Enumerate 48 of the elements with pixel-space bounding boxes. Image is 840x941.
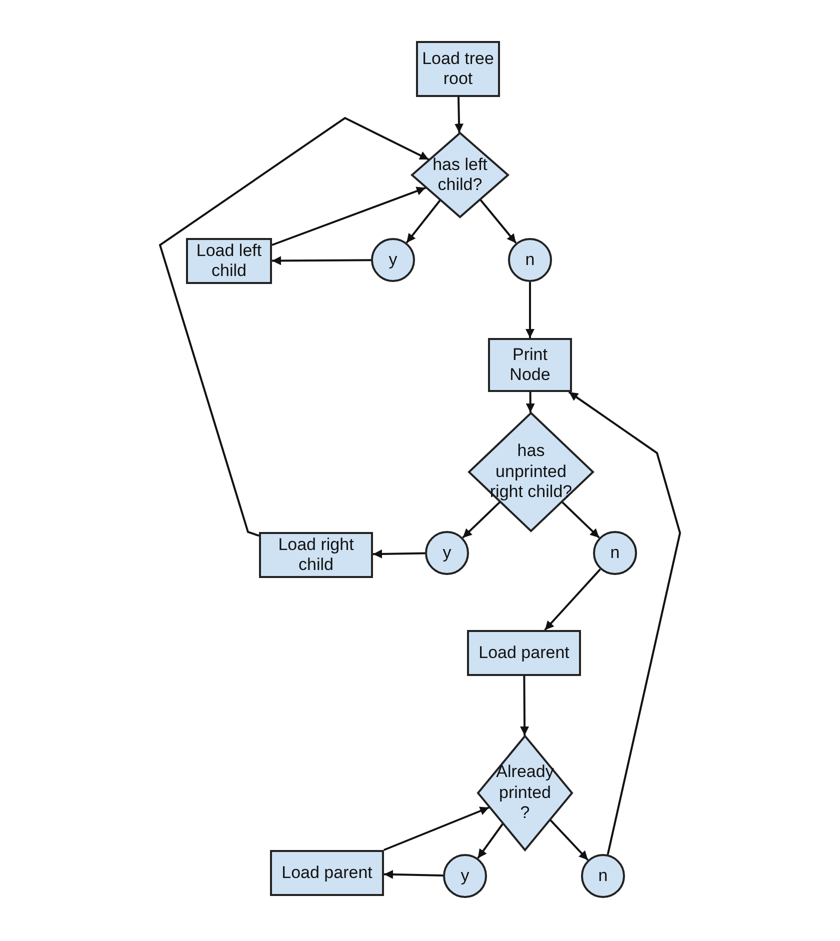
- node-label: Load parent: [478, 642, 570, 664]
- answer-circle: [508, 238, 552, 282]
- decision-diamond: [477, 735, 573, 851]
- process-box: [186, 238, 272, 284]
- arrow: [272, 256, 371, 266]
- answer-circle: [581, 854, 625, 898]
- node-label: Load parent: [280, 862, 374, 884]
- arrow: [158, 116, 430, 537]
- arrow: [372, 549, 426, 558]
- node-label: n: [597, 866, 609, 886]
- node-label: y: [460, 866, 470, 886]
- arrow: [384, 806, 490, 851]
- process-box: [488, 338, 572, 392]
- node-label: y: [442, 542, 452, 564]
- process-box: [270, 850, 384, 896]
- node-label: Print Node: [508, 344, 552, 386]
- arrow: [406, 200, 441, 244]
- decision-diamond: [411, 132, 509, 218]
- node-label: n: [524, 250, 536, 270]
- answer-circle: [593, 531, 637, 575]
- node-label: n: [609, 542, 621, 564]
- arrow: [454, 96, 464, 133]
- node-label: has left child?: [432, 154, 488, 196]
- answer-circle: [443, 854, 487, 898]
- arrow: [477, 823, 504, 859]
- arrow: [520, 676, 530, 736]
- decision-diamond: [468, 412, 594, 532]
- node-label: Load right child: [277, 534, 355, 576]
- arrow: [526, 392, 535, 412]
- process-box: [416, 41, 500, 97]
- arrow: [384, 870, 444, 879]
- process-box: [259, 532, 373, 578]
- answer-circle: [371, 238, 415, 282]
- arrow: [462, 501, 500, 538]
- node-label: Load left child: [195, 240, 263, 282]
- arrow: [562, 501, 600, 538]
- arrow: [568, 391, 682, 855]
- arrow: [544, 568, 601, 631]
- node-label: y: [388, 250, 398, 270]
- arrow: [526, 282, 534, 338]
- process-box: [467, 630, 581, 676]
- node-label: Already printed ?: [495, 762, 555, 824]
- answer-circle: [425, 531, 469, 575]
- arrow: [480, 199, 517, 244]
- node-label: has unprinted right child?: [488, 441, 574, 503]
- node-label: Load tree root: [421, 48, 495, 90]
- arrow: [272, 186, 426, 246]
- arrow: [550, 820, 589, 861]
